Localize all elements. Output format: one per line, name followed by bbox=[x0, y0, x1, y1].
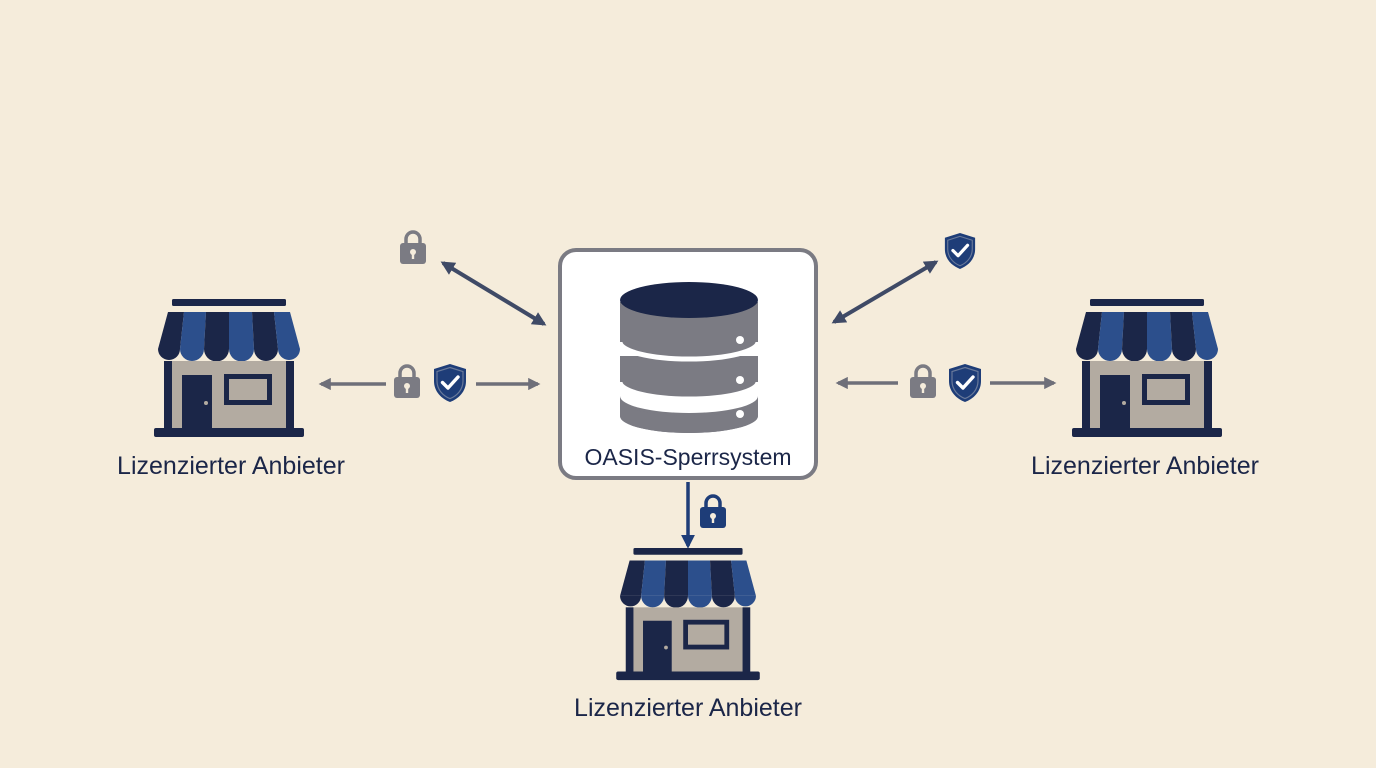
padlock-icon bbox=[908, 364, 938, 400]
padlock-icon bbox=[698, 494, 728, 530]
oasis-system-node bbox=[558, 248, 818, 480]
provider-left-label: Lizenzierter Anbieter bbox=[117, 452, 345, 480]
shield-check-icon bbox=[432, 362, 468, 404]
storefront-icon bbox=[616, 548, 760, 681]
provider-right-label: Lizenzierter Anbieter bbox=[1031, 452, 1259, 480]
connector-upper-left bbox=[440, 261, 547, 326]
shield-check-icon bbox=[947, 362, 983, 404]
database-icon bbox=[617, 282, 761, 433]
oasis-system-label: OASIS-Sperrsystem bbox=[584, 444, 792, 470]
storefront-icon bbox=[154, 299, 304, 437]
padlock-icon bbox=[392, 364, 422, 400]
storefront-icon bbox=[1072, 299, 1222, 437]
provider-bottom-label: Lizenzierter Anbieter bbox=[574, 694, 802, 722]
padlock-icon bbox=[398, 230, 428, 265]
shield-check-icon bbox=[943, 232, 977, 270]
connector-upper-right bbox=[831, 260, 939, 324]
